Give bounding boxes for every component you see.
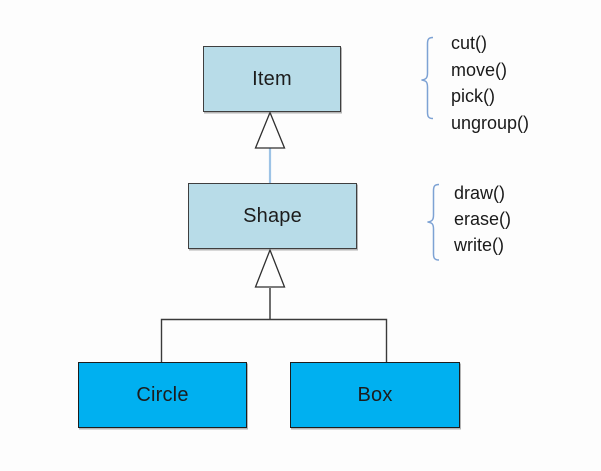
inheritance-triangle-icon	[254, 248, 286, 288]
method-label: pick()	[451, 86, 495, 106]
class-node-shape: Shape	[188, 183, 357, 249]
method-label: erase()	[454, 209, 512, 229]
class-node-shape-label: Shape	[243, 204, 302, 227]
item-methods-brace-icon	[421, 36, 434, 120]
method-label: draw()	[454, 183, 506, 203]
method-label: move()	[451, 59, 508, 80]
class-node-item-label: Item	[252, 67, 292, 90]
class-node-box-label: Box	[357, 383, 393, 406]
item-methods-list: cut() move() pick() ungroup()	[451, 30, 529, 136]
circle-box-branch-connector	[160, 318, 388, 362]
shape-methods-brace-icon	[427, 183, 440, 261]
class-node-circle-label: Circle	[136, 383, 189, 406]
method-label: ungroup()	[451, 112, 530, 133]
method-label: write()	[454, 235, 504, 255]
inheritance-triangle-icon	[254, 110, 286, 149]
shape-methods-list: draw() erase() write()	[454, 180, 511, 258]
class-node-circle: Circle	[78, 362, 247, 428]
class-node-item: Item	[203, 46, 341, 112]
class-node-box: Box	[290, 362, 460, 428]
method-label: cut()	[451, 33, 487, 53]
